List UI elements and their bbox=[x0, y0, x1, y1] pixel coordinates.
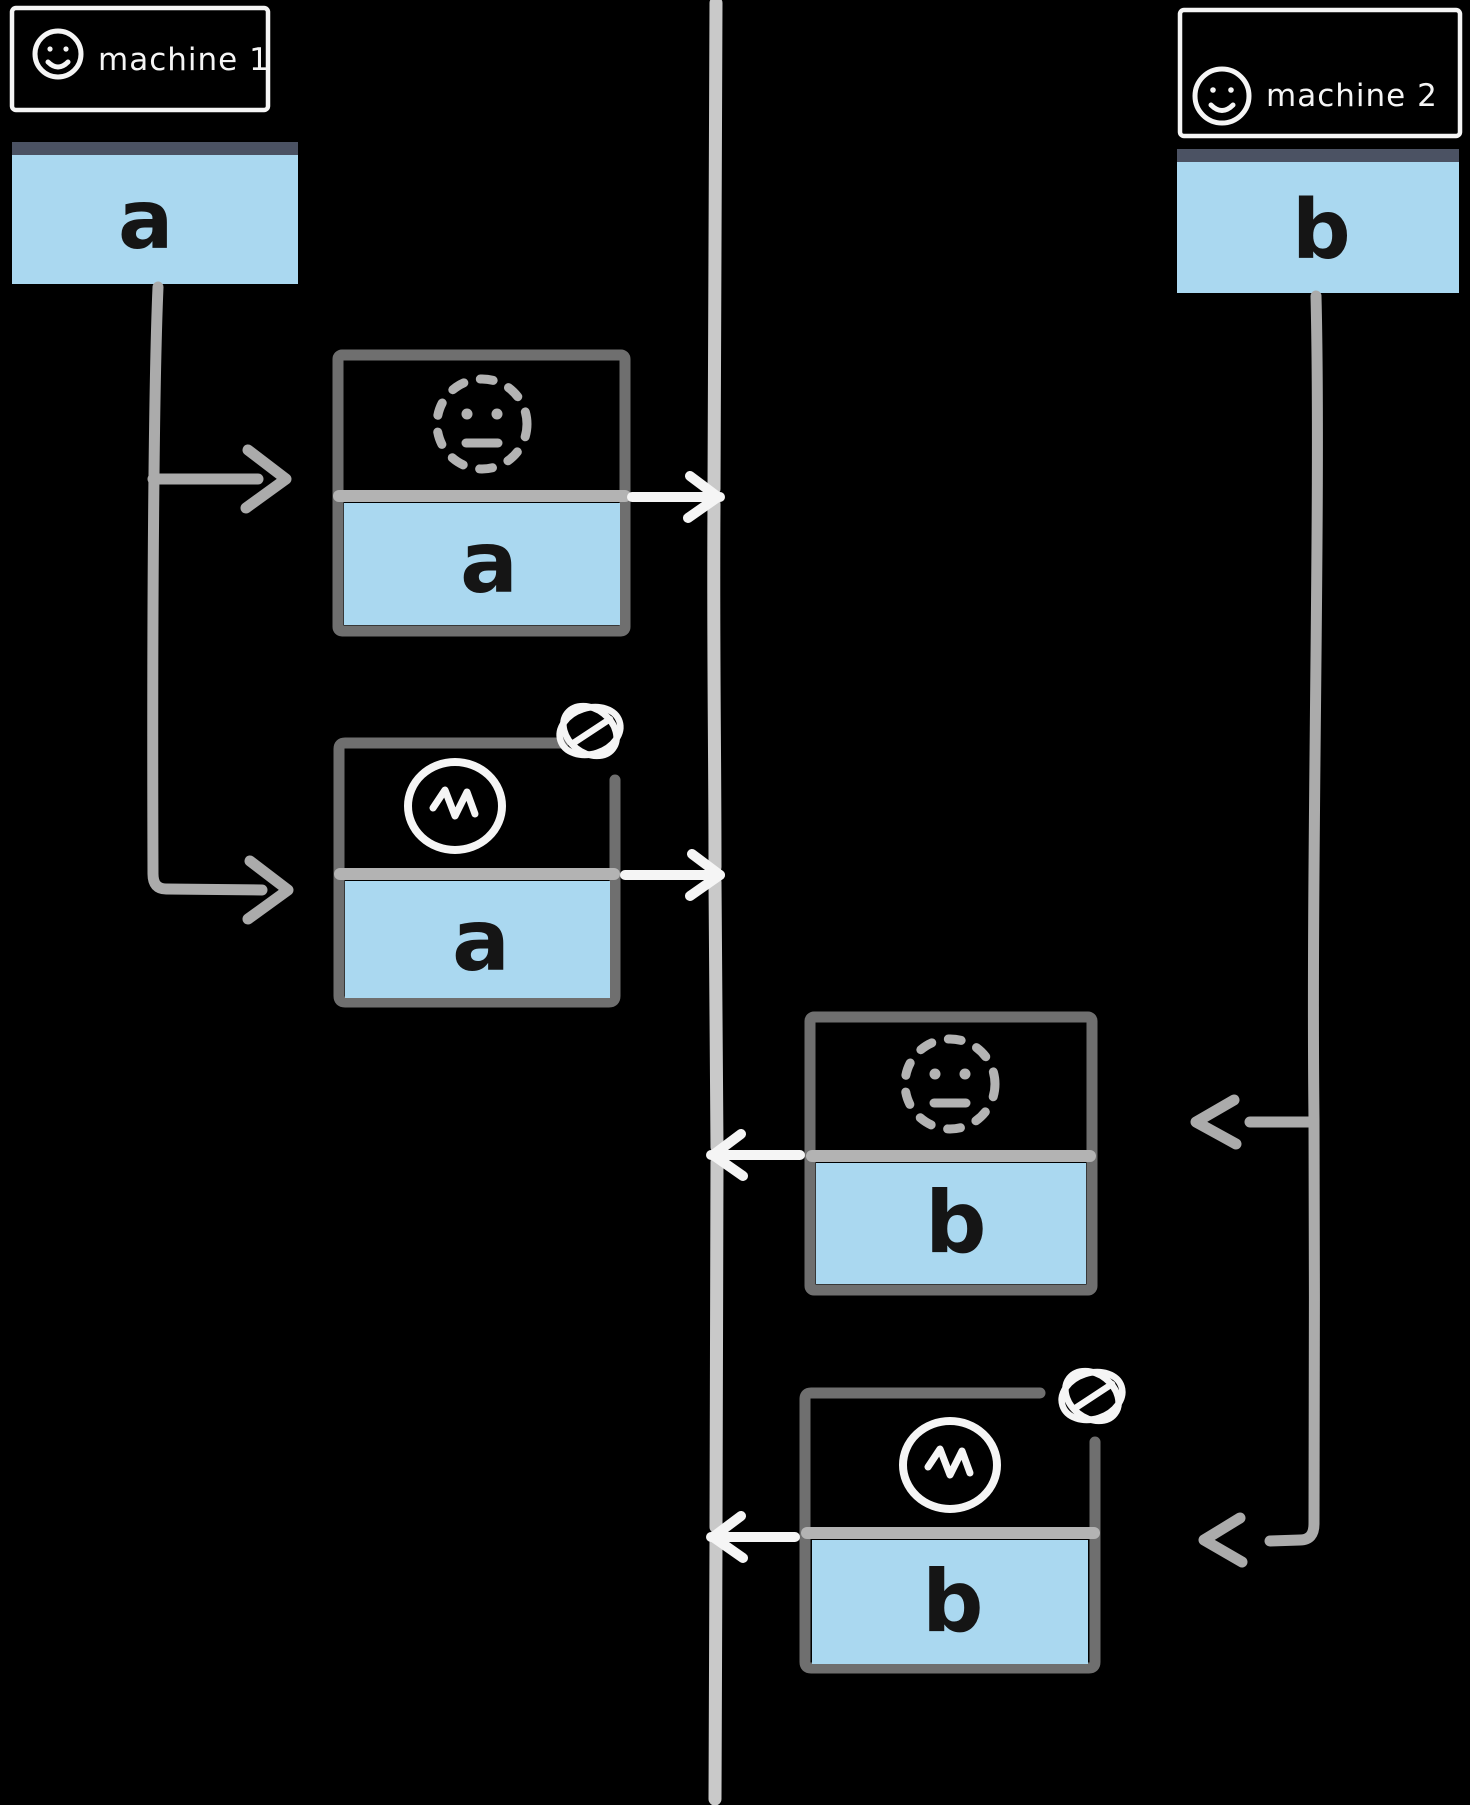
commit-a1-snapshot-icon bbox=[432, 374, 532, 474]
commit-b2-letter: b bbox=[922, 1552, 984, 1652]
connector-a2-timeline bbox=[620, 849, 725, 901]
connector-a2-arrowhead bbox=[685, 849, 725, 901]
connector-a1-timeline bbox=[627, 471, 725, 523]
connector-b2-timeline bbox=[706, 1511, 800, 1563]
machine1-file-header-bar bbox=[12, 142, 298, 156]
connector-b1-arrowhead bbox=[708, 1129, 748, 1181]
machine2-file-letter: b bbox=[1292, 183, 1351, 278]
machine2-arrow1-head bbox=[1190, 1094, 1242, 1150]
machine2-label-border bbox=[1177, 7, 1463, 139]
commit-b2-highlight-star-icon bbox=[1058, 1367, 1126, 1425]
connector-b1-timeline bbox=[706, 1129, 805, 1181]
commit-b1-letter: b bbox=[925, 1173, 987, 1273]
machine1-file-box: a bbox=[12, 142, 298, 284]
machine1-file-body bbox=[12, 155, 298, 284]
machine1-branch-line bbox=[147, 281, 294, 925]
machine2-arrow2-head bbox=[1198, 1512, 1248, 1568]
machine1-label-border bbox=[9, 5, 271, 113]
commit-a2-border bbox=[333, 737, 621, 1008]
commit-a1-file-body bbox=[344, 503, 620, 625]
machine2-branch-line bbox=[1190, 290, 1323, 1568]
machine1-label-box: machine 1 bbox=[9, 5, 271, 113]
connector-a1-arrowhead bbox=[683, 471, 723, 523]
machine2-label: machine 2 bbox=[1266, 78, 1438, 114]
commit-a2: a bbox=[333, 702, 624, 1008]
commit-b1-snapshot-icon bbox=[900, 1034, 1000, 1134]
machine1-label: machine 1 bbox=[98, 42, 270, 78]
machine2-label-box: machine 2 bbox=[1177, 7, 1463, 139]
commit-b1-file-body bbox=[816, 1163, 1086, 1284]
machine2-file-body bbox=[1177, 162, 1459, 293]
machine1-file-letter: a bbox=[118, 173, 173, 268]
commit-b2: b bbox=[799, 1367, 1126, 1674]
commit-a2-file-body bbox=[345, 881, 610, 998]
commit-a2-highlight-star-icon bbox=[556, 702, 624, 760]
timeline-line bbox=[707, 0, 724, 1805]
machine2-file-box: b bbox=[1177, 149, 1459, 293]
connector-b2-arrowhead bbox=[708, 1511, 748, 1563]
machine1-arrow1-head bbox=[240, 444, 292, 514]
commit-a1: a bbox=[332, 349, 631, 637]
commit-a1-letter: a bbox=[460, 513, 518, 613]
commit-a2-letter: a bbox=[452, 891, 510, 991]
machine1-face-icon bbox=[32, 28, 84, 80]
commit-b1: b bbox=[804, 1011, 1098, 1296]
commit-b2-border bbox=[799, 1387, 1101, 1674]
commit-a2-snapshot-icon bbox=[404, 758, 506, 854]
machine1-arrow2-head bbox=[242, 855, 294, 925]
machine2-face-icon bbox=[1192, 66, 1252, 126]
commit-b2-snapshot-icon bbox=[899, 1417, 1001, 1513]
machine2-file-header-bar bbox=[1177, 149, 1459, 163]
commit-b2-file-body bbox=[812, 1540, 1088, 1664]
